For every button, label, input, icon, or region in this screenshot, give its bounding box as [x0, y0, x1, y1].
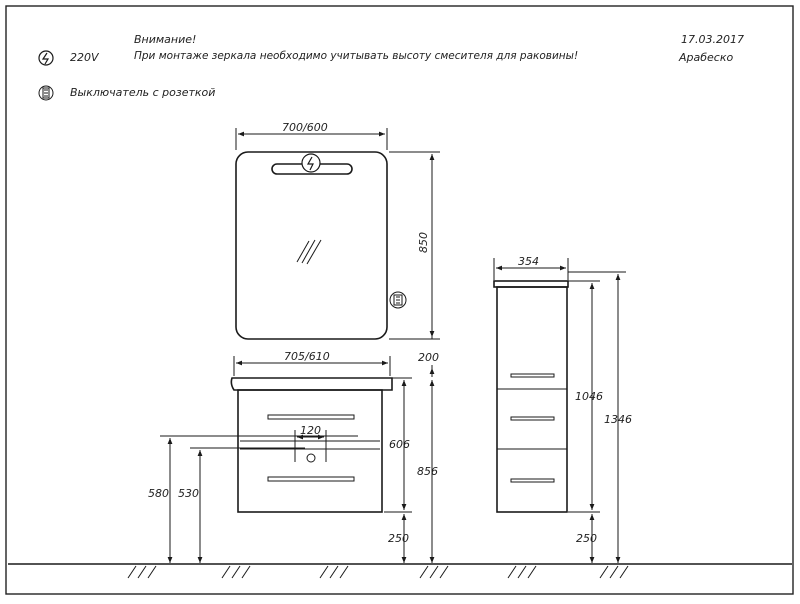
- tall-handle-1: [510, 373, 555, 378]
- dim-faucet-spacing-label: 120: [300, 424, 321, 437]
- dim-mirror-width-label: 700/600: [282, 121, 328, 134]
- dim-580-label: 580: [148, 487, 169, 500]
- drawing-date: 17.03.2017: [681, 33, 744, 46]
- vanity-cabinet: [230, 377, 393, 513]
- tall-cabinet: [493, 280, 569, 513]
- vanity-handle-top: [267, 414, 355, 420]
- dim-530: [190, 447, 305, 563]
- dim-580: [160, 435, 358, 563]
- vanity-drain: [306, 453, 316, 463]
- dim-tall-body-label: 1046: [575, 390, 603, 403]
- mirror-power-icon: [301, 153, 321, 173]
- dim-tall-total-label: 1346: [604, 413, 632, 426]
- dim-vanity-width: [233, 356, 391, 376]
- dim-leg-right-label: 250: [576, 532, 597, 545]
- dim-mirror-width: [235, 128, 388, 150]
- warning-title: Внимание!: [134, 33, 197, 46]
- vanity-handle-bottom: [267, 476, 355, 482]
- mirror-glare-2: [301, 239, 316, 264]
- mirror-glare-3: [306, 239, 322, 265]
- switch-socket-icon: [38, 85, 54, 101]
- mirror-switch-icon: [389, 291, 407, 309]
- tall-body: [496, 286, 568, 513]
- lightning-circle-icon: [38, 50, 54, 66]
- switch-label: Выключатель с розеткой: [70, 86, 216, 99]
- dim-tall-width: [493, 258, 626, 280]
- tall-handle-2: [510, 416, 555, 421]
- dim-faucet-spacing: [294, 430, 327, 462]
- mirror-glare-1: [296, 240, 310, 263]
- dim-vanity-height-label: 606: [389, 438, 410, 451]
- dim-tall-width-label: 354: [518, 255, 539, 268]
- dim-gap-label: 200: [418, 351, 439, 364]
- vanity-body: [237, 389, 383, 513]
- dim-530-label: 530: [178, 487, 199, 500]
- dim-856-label: 856: [417, 465, 438, 478]
- dim-vanity-width-label: 705/610: [284, 350, 330, 363]
- dim-leg-left-label: 250: [388, 532, 409, 545]
- dim-mirror-height-label: 850: [417, 232, 430, 253]
- mirror-body: [235, 151, 388, 340]
- floor-hatching: [127, 565, 629, 579]
- power-label: 220V: [70, 51, 99, 64]
- tall-top: [493, 280, 569, 288]
- dim-vanity-height: [384, 377, 412, 513]
- model-name: Арабеско: [679, 51, 734, 64]
- warning-text: При монтаже зеркала необходимо учитывать…: [134, 50, 579, 62]
- tall-handle-3: [510, 478, 555, 483]
- vanity-top: [230, 377, 393, 391]
- dim-tall-body: [568, 280, 600, 513]
- dim-mirror-height: [389, 151, 440, 340]
- mirror: [235, 151, 388, 340]
- page-border: [5, 5, 794, 595]
